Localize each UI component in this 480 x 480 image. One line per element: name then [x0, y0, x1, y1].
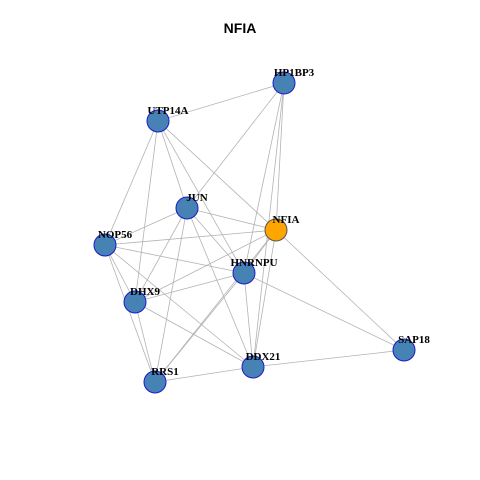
edge-jun-hnrnpu	[186, 207, 245, 274]
edge-hp1bp3-nfia	[275, 82, 285, 231]
edge-utp14a-hp1bp3	[157, 82, 285, 122]
edge-utp14a-nop56	[104, 120, 159, 246]
edge-hnrnpu-sap18	[243, 272, 405, 351]
node-ddx21	[241, 355, 265, 379]
edge-dhx9-ddx21	[134, 301, 254, 368]
node-jun	[175, 196, 199, 220]
edge-hnrnpu-dhx9	[134, 272, 245, 303]
edge-nfia-sap18	[275, 229, 405, 351]
node-layer	[93, 71, 416, 394]
edge-utp14a-dhx9	[134, 120, 159, 303]
chart-title: NFIA	[223, 20, 257, 36]
node-label-rrs1: RRS1	[151, 366, 179, 378]
edge-nop56-ddx21	[104, 244, 254, 368]
edge-nop56-hnrnpu	[104, 244, 245, 274]
edge-jun-rrs1	[154, 207, 188, 383]
edge-hnrnpu-rrs1	[154, 272, 245, 383]
node-label-nfia: NFIA	[273, 214, 300, 226]
node-nfia	[264, 218, 288, 242]
edge-nfia-dhx9	[134, 229, 277, 303]
edge-jun-dhx9	[134, 207, 188, 303]
node-label-hnrnpu: HNRNPU	[230, 257, 277, 269]
node-label-jun: JUN	[186, 192, 207, 204]
node-hnrnpu	[232, 261, 256, 285]
edge-jun-nfia	[186, 207, 277, 231]
edge-ddx21-sap18	[252, 349, 405, 368]
node-sap18	[392, 338, 416, 362]
edge-nfia-ddx21	[252, 229, 277, 368]
edge-ddx21-rrs1	[154, 366, 254, 383]
node-nop56	[93, 233, 117, 257]
edge-utp14a-jun	[157, 120, 188, 209]
edge-hp1bp3-jun	[186, 82, 285, 209]
node-label-hp1bp3: HP1BP3	[274, 67, 315, 79]
node-rrs1	[143, 370, 167, 394]
node-label-utp14a: UTP14A	[148, 105, 189, 117]
node-label-nop56: NOP56	[98, 229, 133, 241]
node-label-sap18: SAP18	[398, 334, 430, 346]
node-label-ddx21: DDX21	[246, 351, 281, 363]
edge-dhx9-rrs1	[134, 301, 156, 383]
edge-jun-ddx21	[186, 207, 254, 368]
edge-hp1bp3-hnrnpu	[243, 82, 285, 274]
edge-nop56-rrs1	[104, 244, 156, 383]
edge-nop56-nfia	[104, 229, 277, 246]
edge-hnrnpu-ddx21	[243, 272, 254, 368]
edge-nfia-rrs1	[154, 229, 277, 383]
edge-jun-nop56	[104, 207, 188, 246]
edge-utp14a-hnrnpu	[157, 120, 245, 274]
node-label-dhx9: DHX9	[130, 286, 160, 298]
node-dhx9	[123, 290, 147, 314]
edge-utp14a-nfia	[157, 120, 277, 231]
node-hp1bp3	[272, 71, 296, 95]
node-utp14a	[146, 109, 170, 133]
